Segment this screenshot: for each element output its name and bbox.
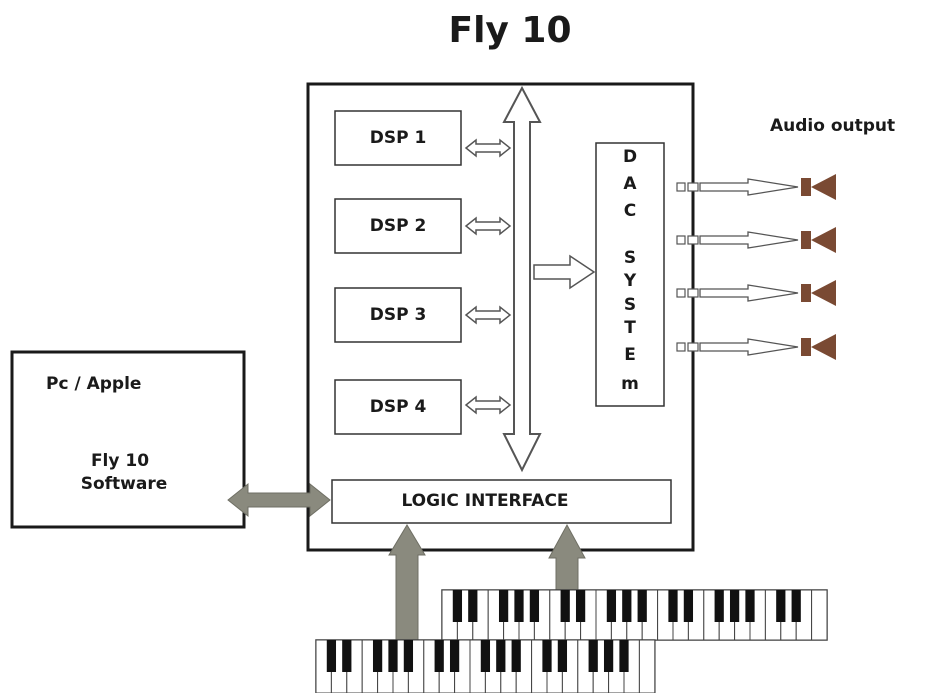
dsp-label-1: DSP 1 [370, 128, 427, 148]
black-key [434, 640, 444, 672]
black-key [388, 640, 398, 672]
black-key [514, 590, 524, 622]
dsp3-bus-arrow [464, 305, 512, 325]
output-channel-3 [676, 280, 836, 306]
black-key [342, 640, 352, 672]
output-channel-2 [676, 227, 836, 253]
speaker-icon [801, 174, 836, 200]
output-channel-1 [676, 174, 836, 200]
black-key [498, 590, 509, 622]
black-key [403, 640, 414, 672]
black-key [452, 590, 463, 622]
software-label-line1: Fly 10 [91, 451, 149, 471]
white-key [811, 589, 828, 641]
computer-box [10, 350, 246, 529]
keyboard-front [315, 639, 656, 693]
black-key [791, 590, 801, 622]
dsp-bus-arrows [464, 138, 512, 415]
dsp-box-2 [334, 198, 462, 254]
bus-to-dac-arrow [533, 254, 596, 290]
black-key [729, 590, 740, 622]
diagram-title: Fly 10 [448, 10, 571, 51]
black-key [622, 590, 632, 622]
dac-letter-8: E [624, 345, 636, 365]
dac-letter-6: S [624, 295, 636, 315]
black-key [372, 640, 383, 672]
dac-letter-7: T [624, 318, 636, 338]
dsp-label-4: DSP 4 [370, 397, 427, 417]
dsp2-bus-arrow [464, 216, 512, 236]
black-key [326, 640, 337, 672]
black-key [496, 640, 506, 672]
dsp-label-3: DSP 3 [370, 305, 427, 325]
black-key [619, 640, 629, 672]
black-key [776, 590, 786, 622]
black-key [603, 640, 614, 672]
dac-letter-1: D [623, 147, 637, 167]
black-key [683, 590, 694, 622]
speaker-icon [801, 334, 836, 360]
logic-interface-label: LOGIC INTERFACE [401, 491, 568, 511]
dsp-label-2: DSP 2 [370, 216, 427, 236]
dac-system-box [595, 142, 665, 407]
dsp-box-4 [334, 379, 462, 435]
dsp-box-3 [334, 287, 462, 343]
speaker-icon [801, 227, 836, 253]
black-key [560, 590, 570, 622]
logic-interface-box [331, 479, 672, 524]
black-key [557, 640, 568, 672]
dac-letter-4: S [624, 248, 636, 268]
keyboard-back [441, 589, 828, 641]
black-key [637, 590, 647, 622]
computer-logic-arrow [227, 482, 331, 518]
black-key [542, 640, 552, 672]
dsp-box-1 [334, 110, 462, 166]
dsp1-bus-arrow [464, 138, 512, 158]
computer-label: Pc / Apple [46, 374, 141, 394]
audio-output-label: Audio output [770, 116, 895, 136]
dac-letter-9: m [621, 374, 639, 394]
black-key [575, 590, 586, 622]
dac-letter-2: A [623, 174, 637, 194]
black-key [588, 640, 598, 672]
keyboard-front-arrow [388, 524, 426, 649]
black-key [714, 590, 724, 622]
black-key [511, 640, 521, 672]
black-key [745, 590, 755, 622]
white-key [638, 639, 656, 693]
bus-arrow-icon [502, 85, 542, 473]
black-key [449, 640, 460, 672]
black-key [606, 590, 617, 622]
black-key [529, 590, 540, 622]
black-key [668, 590, 678, 622]
speaker-icon [801, 280, 836, 306]
black-key [480, 640, 491, 672]
dac-letter-3: C [624, 201, 636, 221]
software-label-line2: Software [81, 474, 168, 494]
black-key [468, 590, 478, 622]
dsp4-bus-arrow [464, 395, 512, 415]
dac-letter-5: Y [623, 271, 637, 291]
output-channel-4 [676, 334, 836, 360]
keyboard-back-arrow [548, 523, 586, 591]
